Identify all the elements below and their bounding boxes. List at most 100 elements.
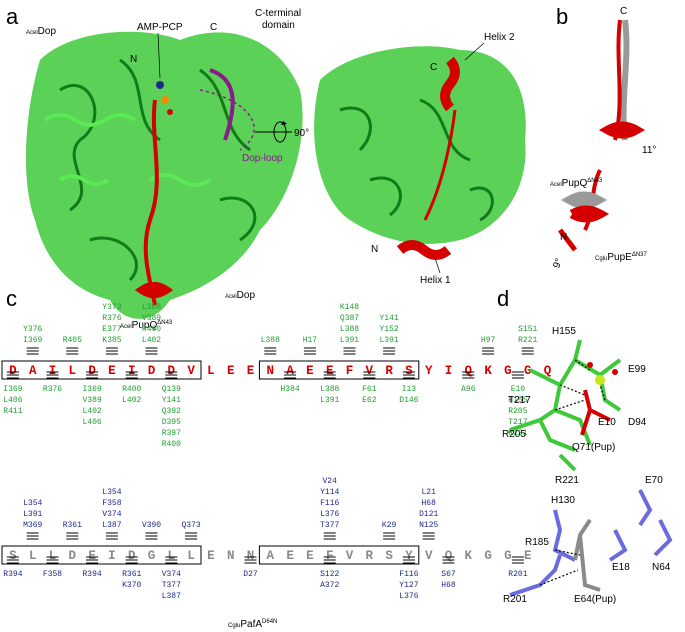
pupq-prefix: Acel [550, 182, 562, 188]
bottom-seq-residue: V [346, 549, 354, 563]
bottom-seq-residue: K [465, 549, 473, 563]
bottom-below-label: T377 [162, 581, 181, 590]
top-seq-box [258, 360, 420, 380]
panel-d-top-residue: R221 [555, 475, 579, 486]
angle-9-label: 9° [551, 257, 565, 270]
panel-d-top-residue: R205 [502, 429, 526, 440]
panel-d-top-residue: H155 [552, 326, 576, 337]
top-below-label: Q392 [162, 407, 181, 416]
bottom-seq-residue: G [504, 549, 512, 563]
top-above-label: H97 [481, 336, 496, 345]
bottom-below-label: R361 [122, 570, 141, 579]
dop-structure-right [314, 46, 526, 260]
panel-d-top-residue: E10 [598, 417, 616, 428]
top-below-label: L391 [320, 396, 339, 405]
bottom-below-label: K370 [122, 581, 141, 590]
top-above-label: R221 [518, 336, 537, 345]
top-below-label: F61 [362, 385, 377, 394]
bottom-seq-residue: A [267, 549, 275, 563]
top-above-label: L388 [142, 303, 161, 312]
top-seq-residue: R [385, 364, 393, 378]
bottom-seq-residue: D [128, 549, 136, 563]
top-seq-residue: I [128, 364, 136, 378]
top-seq-residue: V [187, 364, 195, 378]
bottom-seq-residue: L [49, 549, 57, 563]
top-above-label: V389 [142, 314, 161, 323]
top-above-label: K148 [340, 303, 359, 312]
top-seq-residue: I [445, 364, 453, 378]
top-above-label: R400 [142, 325, 161, 334]
bottom-seq-residue: E [524, 549, 532, 563]
bottom-title-prefix: Cglu [228, 623, 240, 629]
top-seq-residue: S [405, 364, 413, 378]
svg-text:CgluPupEΔN37: CgluPupEΔN37 [595, 252, 647, 263]
panel-c-label: c [6, 286, 17, 311]
top-above-label: H17 [303, 336, 318, 345]
bottom-seq-residue: D [69, 549, 77, 563]
bottom-seq-box [258, 545, 420, 565]
bottom-below-label: Y127 [399, 581, 418, 590]
bottom-above-label: L376 [320, 510, 339, 519]
pupq-sup: ΔN43 [587, 178, 603, 184]
panel-d-bottom-residue: E64(Pup) [574, 594, 616, 605]
helix-overlay [558, 19, 646, 252]
top-above-label: K385 [102, 336, 121, 345]
top-below-label: L406 [3, 396, 22, 405]
top-below-label: D395 [162, 418, 181, 427]
bottom-above-label: F116 [320, 499, 339, 508]
top-below-label: V389 [82, 396, 101, 405]
panel-d-top-residue: T217 [508, 395, 531, 406]
svg-text:AcelPupQΔN43: AcelPupQΔN43 [550, 178, 603, 189]
top-seq-residue: G [504, 364, 512, 378]
bottom-above-label: V390 [142, 521, 161, 530]
bottom-seq-residue: L [29, 549, 37, 563]
c-terminus-label: C [210, 22, 217, 33]
top-below-label: A96 [461, 385, 476, 394]
dop-label: Dop [38, 26, 57, 37]
bottom-above-label: T377 [320, 521, 339, 530]
bottom-seq-residue: E [207, 549, 215, 563]
panel-d-bottom-residue: R185 [525, 537, 549, 548]
top-above-label: R376 [102, 314, 121, 323]
top-above-label: Y141 [379, 314, 398, 323]
panel-d-top-residue: E99 [628, 364, 646, 375]
panel-d-bottom-residue: E70 [645, 475, 663, 486]
bottom-below-label: H68 [441, 581, 456, 590]
bottom-below-label: L387 [162, 592, 181, 601]
dop-structure-left [25, 31, 303, 319]
bottom-seq-residue: S [9, 549, 17, 563]
top-seq-residue: A [286, 364, 294, 378]
bottom-above-label: H68 [421, 499, 436, 508]
top-seq-residue: E [227, 364, 235, 378]
top-below-label: R400 [162, 440, 181, 449]
top-seq-residue: D [168, 364, 176, 378]
n-terminus-right-label: N [371, 244, 378, 255]
bottom-seq-residue: R [366, 549, 374, 563]
active-site-top [509, 339, 622, 472]
bottom-above-label: Q373 [181, 521, 200, 530]
top-above-label: L402 [142, 336, 161, 345]
angle-11-label: 11° [642, 145, 656, 156]
panel-d-bottom-residue: R201 [503, 594, 527, 605]
bottom-seq-residue: G [484, 549, 492, 563]
bottom-below-label: A372 [320, 581, 339, 590]
active-site-bottom [509, 489, 673, 597]
bottom-below-label: F116 [399, 570, 418, 579]
top-seq-residue: A [29, 364, 37, 378]
top-below-label: R400 [122, 385, 141, 394]
top-seq-residue: D [9, 364, 17, 378]
top-title-prefix: Acel [225, 294, 237, 300]
rotation-arrow-icon [255, 121, 292, 143]
top-above-label: Y376 [23, 325, 42, 334]
bottom-above-label: L21 [421, 488, 436, 497]
top-above-label: E377 [102, 325, 121, 334]
pup-sup: ΔN43 [157, 320, 173, 326]
top-seq-residue: E [326, 364, 334, 378]
top-below-label: H155 [508, 396, 527, 405]
ligand-label: AMP-PCP [137, 22, 183, 33]
bottom-above-label: N125 [419, 521, 438, 530]
pupe-label: PupE [607, 252, 632, 263]
